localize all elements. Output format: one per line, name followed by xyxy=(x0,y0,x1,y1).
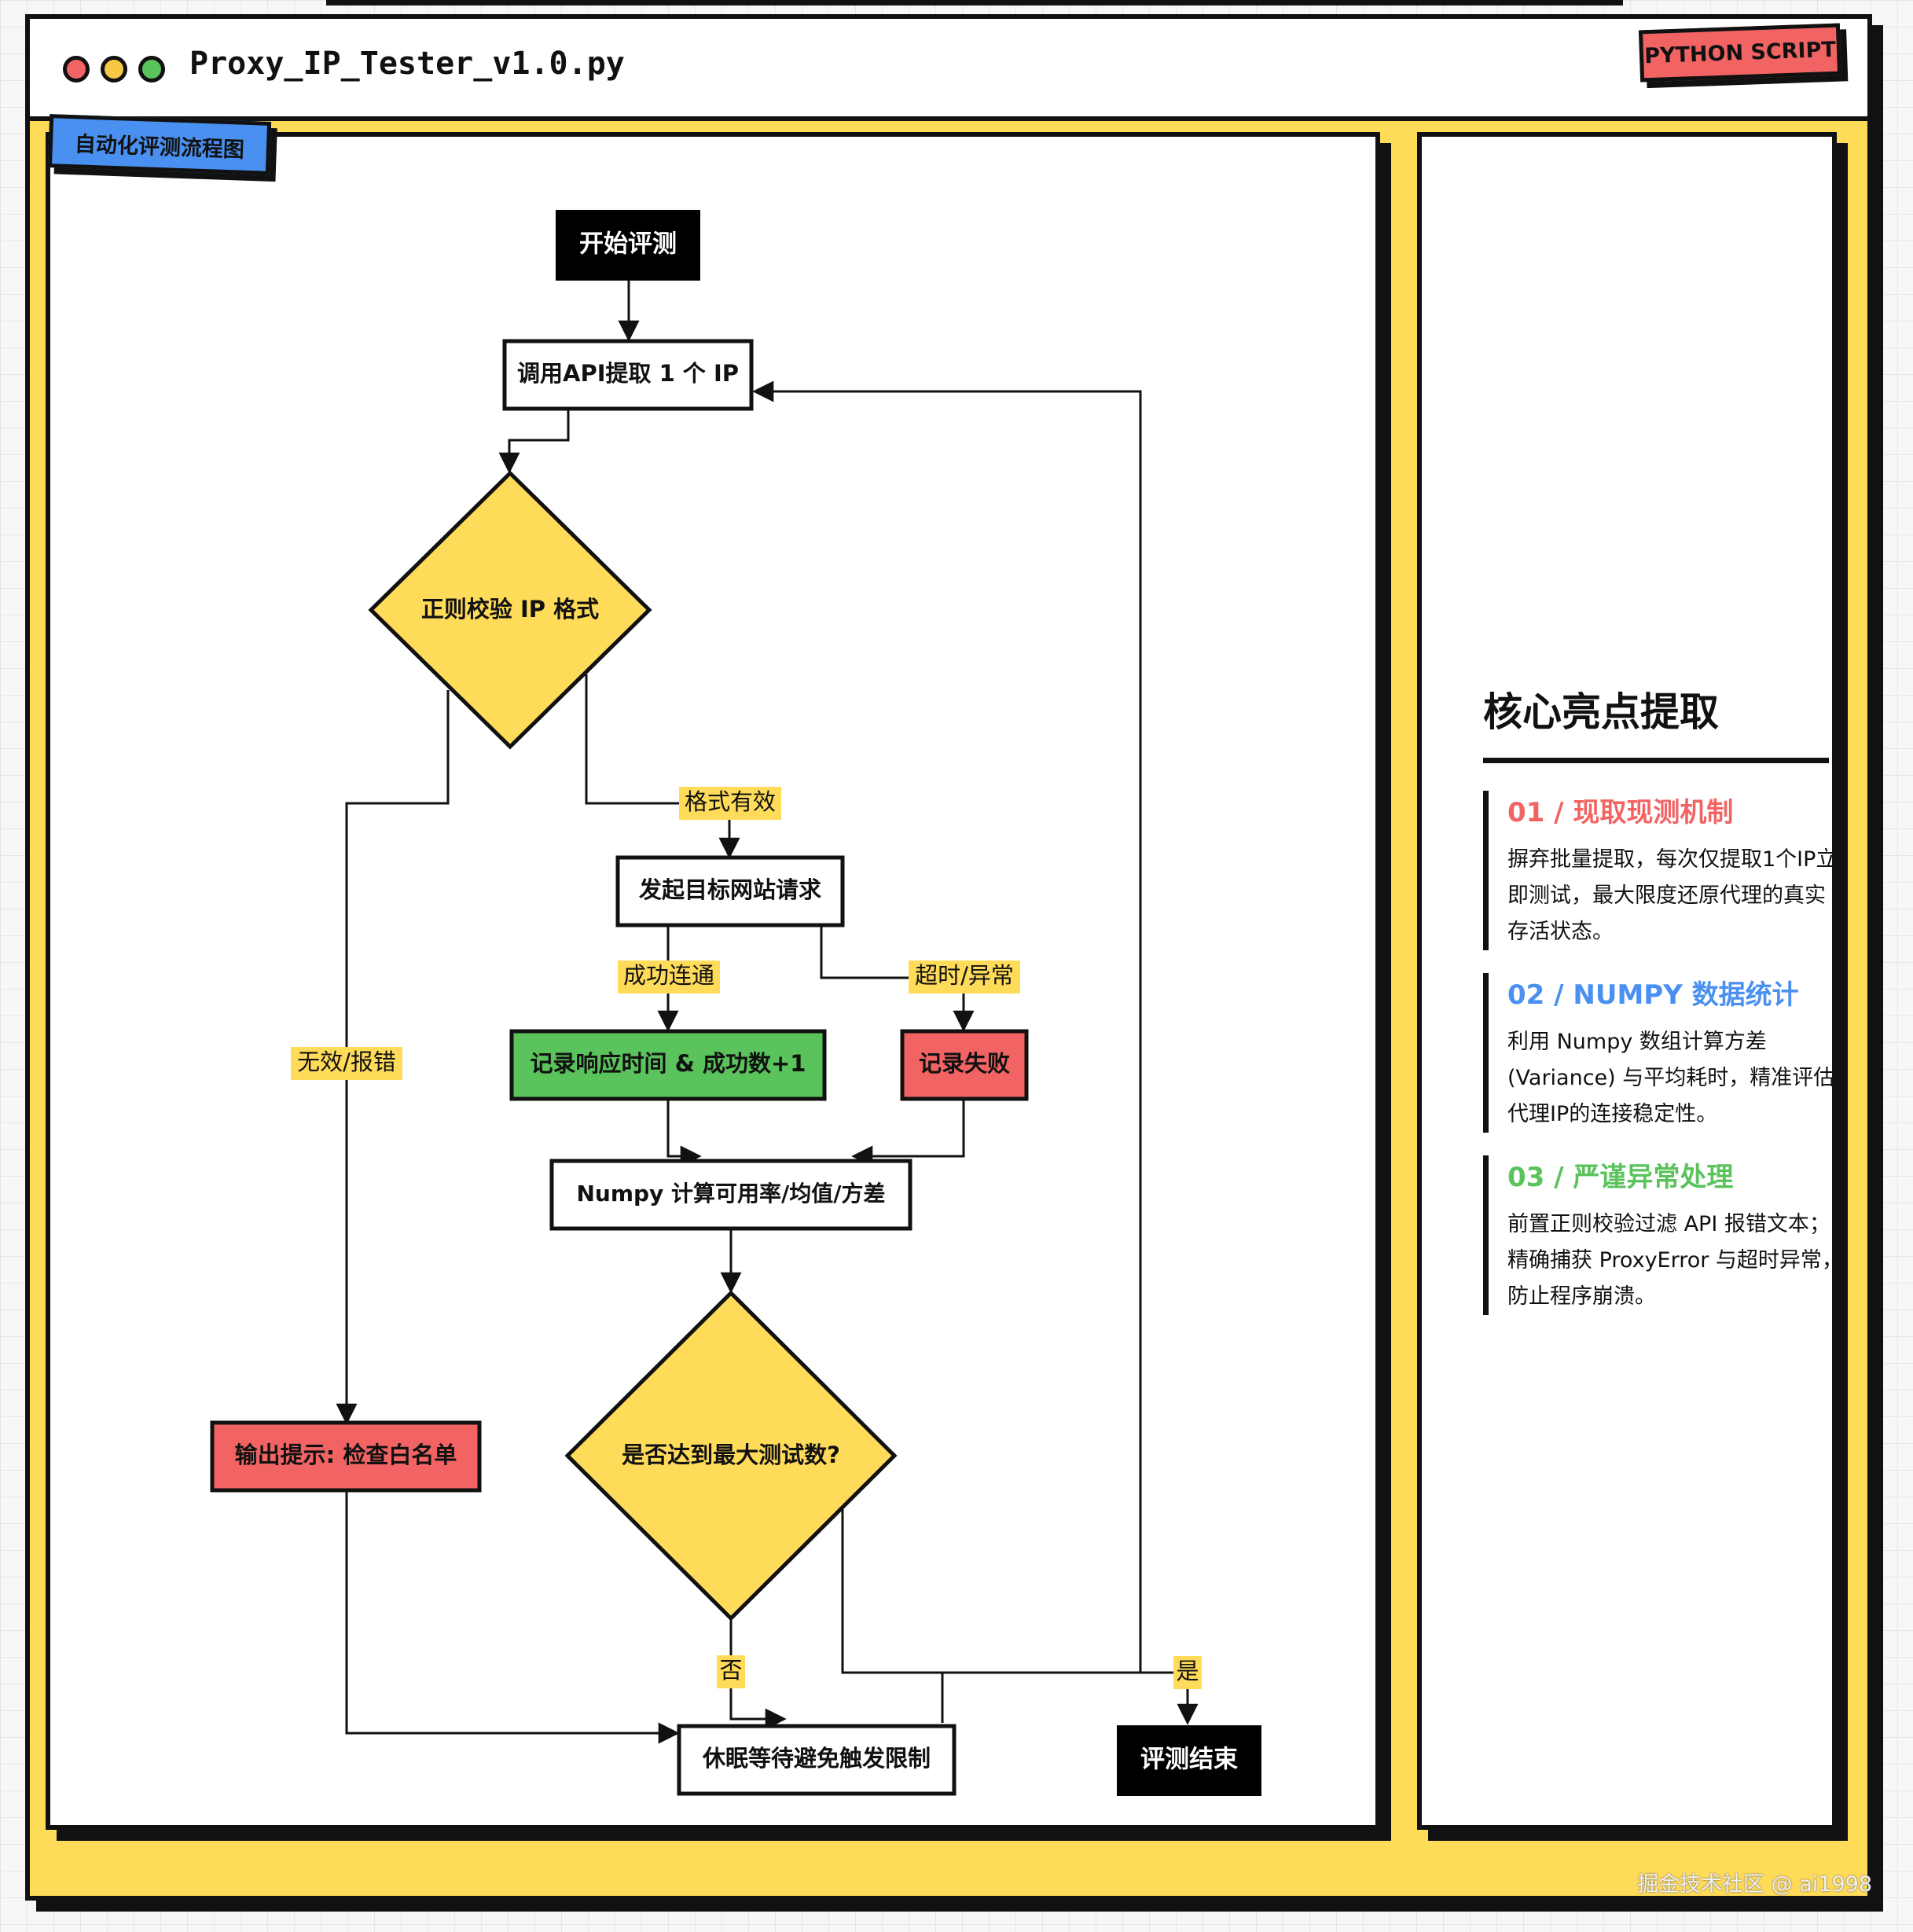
top-edge-line xyxy=(326,0,1623,6)
window-title: Proxy_IP_Tester_v1.0.py xyxy=(189,46,625,82)
edge-maxcheck-end xyxy=(841,1509,1199,1725)
node-success-text: 记录响应时间 & 成功数+1 xyxy=(531,1050,806,1077)
node-sleep: 休眠等待避免触发限制 xyxy=(677,1724,956,1796)
svg-text:超时/异常: 超时/异常 xyxy=(915,962,1014,989)
node-request: 发起目标网站请求 xyxy=(615,855,845,927)
watermark: 掘金技术社区 @ ai1998 xyxy=(1637,1872,1872,1897)
feature-2: 02 / NUMPY 数据统计 利用 Numpy 数组计算方差 (Varianc… xyxy=(1483,973,1845,1133)
node-numpy: Numpy 计算可用率/均值/方差 xyxy=(549,1159,912,1231)
edge-validate-warn xyxy=(336,690,450,1425)
node-warn: 输出提示: 检查白名单 xyxy=(210,1420,482,1493)
feature-2-title: 02 / NUMPY 数据统计 xyxy=(1507,979,1799,1011)
edge-maxcheck-sleep xyxy=(729,1619,787,1730)
svg-text:是: 是 xyxy=(1176,1658,1199,1684)
node-validate-text: 正则校验 IP 格式 xyxy=(421,596,599,623)
node-validate: 正则校验 IP 格式 xyxy=(368,470,652,750)
node-maxcheck: 是否达到最大测试数? xyxy=(564,1290,898,1622)
maximize-dot-icon[interactable] xyxy=(138,56,165,83)
highlights-title: 核心亮点提取 xyxy=(1483,689,1719,735)
node-success: 记录响应时间 & 成功数+1 xyxy=(509,1029,827,1101)
label-timeout: 超时/异常 xyxy=(909,960,1020,994)
node-sleep-text: 休眠等待避免触发限制 xyxy=(702,1745,931,1772)
feature-1-title: 01 / 现取现测机制 xyxy=(1507,797,1734,828)
node-request-text: 发起目标网站请求 xyxy=(638,876,821,903)
node-maxcheck-text: 是否达到最大测试数? xyxy=(622,1442,840,1468)
feature-2-desc: 利用 Numpy 数组计算方差 (Variance) 与平均耗时，精准评估代理I… xyxy=(1507,1030,1835,1126)
node-start-text: 开始评测 xyxy=(579,230,677,259)
highlights-panel: 核心亮点提取 01 / 现取现测机制 摒弃批量提取，每次仅提取1个IP立即测试，… xyxy=(1417,132,1843,1830)
label-connected: 成功连通 xyxy=(618,960,720,994)
minimize-dot-icon[interactable] xyxy=(101,56,127,83)
node-start: 开始评测 xyxy=(556,210,700,281)
svg-text:否: 否 xyxy=(719,1657,742,1684)
edge-sleep-loop xyxy=(752,380,1142,1723)
edge-fetch-validate xyxy=(498,410,570,474)
node-end: 评测结束 xyxy=(1117,1725,1261,1796)
label-no: 否 xyxy=(717,1655,745,1688)
svg-text:格式有效: 格式有效 xyxy=(685,788,776,815)
svg-text:成功连通: 成功连通 xyxy=(623,962,714,989)
label-valid: 格式有效 xyxy=(679,787,781,820)
node-fetch-text: 调用API提取 1 个 IP xyxy=(517,360,739,387)
edge-success-numpy xyxy=(666,1099,702,1167)
close-dot-icon[interactable] xyxy=(63,56,90,83)
title-bar: Proxy_IP_Tester_v1.0.py xyxy=(30,19,1867,121)
edge-warn-sleep xyxy=(345,1490,680,1744)
flowchart-tag: 自动化评测流程图 xyxy=(47,114,272,175)
edge-request-fail xyxy=(820,926,975,1032)
node-warn-text: 输出提示: 检查白名单 xyxy=(235,1442,457,1468)
feature-3-desc: 前置正则校验过滤 API 报错文本；精确捕获 ProxyError 与超时异常，… xyxy=(1507,1212,1843,1309)
edge-fail-numpy xyxy=(851,1099,965,1167)
feature-3-title: 03 / 严谨异常处理 xyxy=(1507,1162,1734,1193)
svg-text:无效/报错: 无效/报错 xyxy=(297,1049,396,1075)
node-fail: 记录失败 xyxy=(900,1029,1029,1101)
node-fail-text: 记录失败 xyxy=(919,1050,1010,1077)
label-invalid: 无效/报错 xyxy=(291,1047,402,1080)
label-yes: 是 xyxy=(1173,1656,1202,1689)
node-end-text: 评测结束 xyxy=(1140,1746,1238,1774)
highlights-divider xyxy=(1483,758,1829,763)
feature-1-desc: 摒弃批量提取，每次仅提取1个IP立即测试，最大限度还原代理的真实存活状态。 xyxy=(1507,847,1838,944)
node-fetch: 调用API提取 1 个 IP xyxy=(502,339,754,411)
node-numpy-text: Numpy 计算可用率/均值/方差 xyxy=(576,1181,885,1207)
feature-1: 01 / 现取现测机制 摒弃批量提取，每次仅提取1个IP立即测试，最大限度还原代… xyxy=(1483,791,1845,950)
edge-validate-request xyxy=(585,674,740,859)
feature-3: 03 / 严谨异常处理 前置正则校验过滤 API 报错文本；精确捕获 Proxy… xyxy=(1483,1155,1845,1315)
